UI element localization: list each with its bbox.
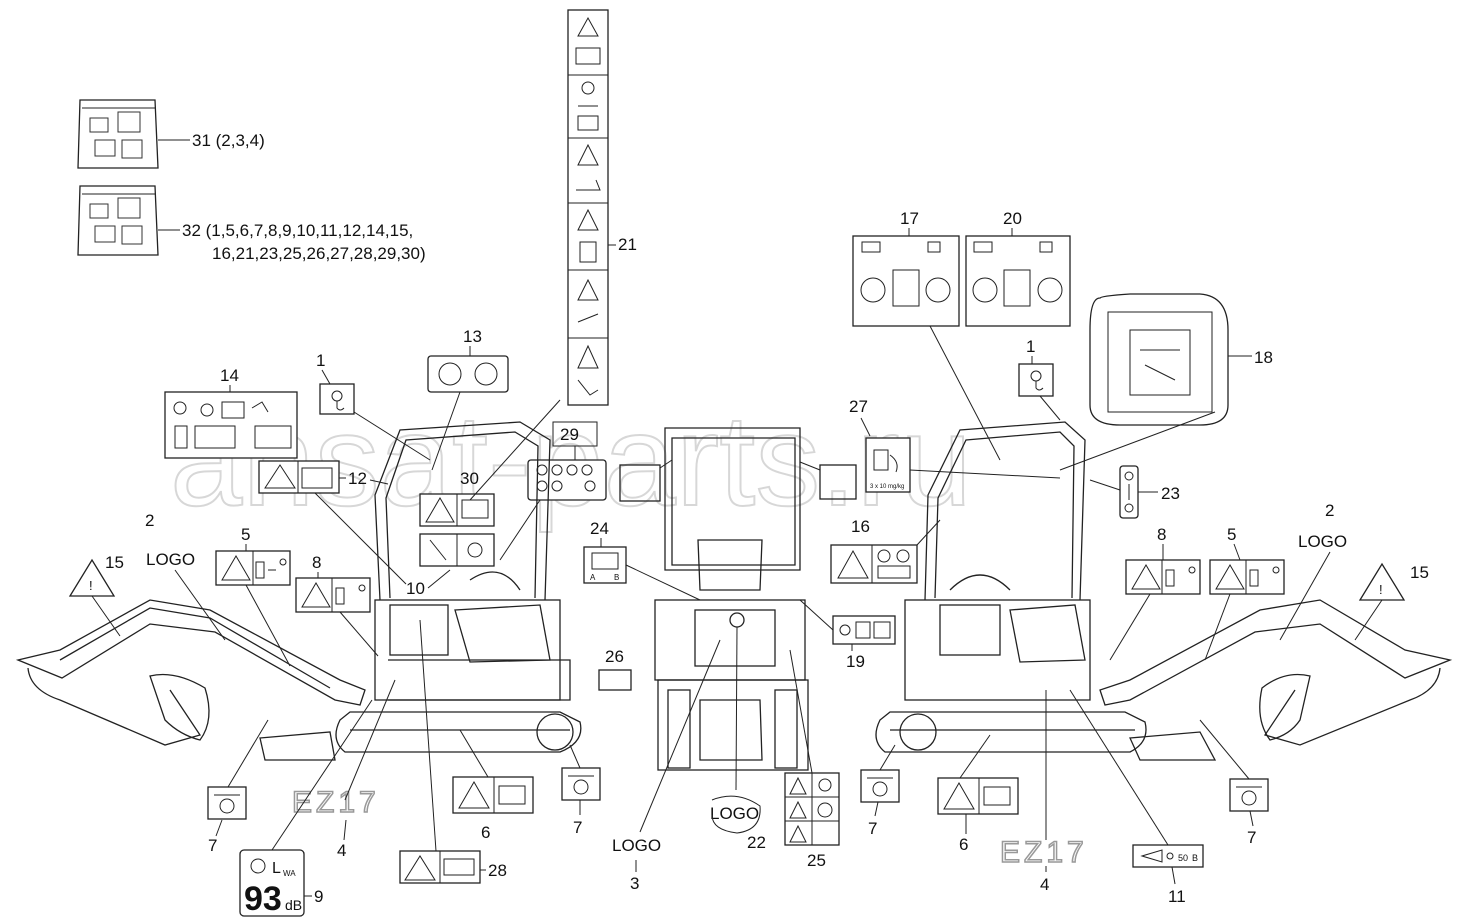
callout-5-left: 5 bbox=[241, 525, 250, 544]
callout-28: 28 bbox=[488, 861, 507, 880]
decal-1-left bbox=[319, 383, 355, 415]
decal-7-right-b bbox=[1229, 778, 1269, 812]
decal-24-b: B bbox=[614, 573, 619, 582]
decal-30-lower bbox=[419, 533, 495, 567]
callout-10: 10 bbox=[406, 579, 425, 598]
decal-6-left bbox=[452, 776, 534, 814]
excavator-rear bbox=[619, 427, 857, 771]
decal-11-text: 50 bbox=[1178, 853, 1188, 863]
decal-19 bbox=[832, 615, 896, 645]
decal-27: 3 x 10 mg/kg bbox=[865, 437, 911, 493]
decal-28 bbox=[399, 850, 481, 884]
decal-9-noise: L WA 93 dB bbox=[239, 849, 305, 918]
decal-11: 50 B bbox=[1132, 844, 1204, 868]
callout-7-right-a: 7 bbox=[868, 819, 877, 838]
decal-16 bbox=[830, 544, 918, 584]
noise-value-unit: dB bbox=[285, 897, 302, 913]
callout-2-left: 2 bbox=[145, 511, 154, 530]
decal-24-a: A bbox=[590, 573, 596, 582]
callout-4-left: 4 bbox=[337, 841, 346, 860]
callout-30: 30 bbox=[460, 469, 479, 488]
callout-7-right-b: 7 bbox=[1247, 828, 1256, 847]
decal-25 bbox=[784, 772, 840, 846]
svg-text:!: ! bbox=[89, 578, 93, 593]
decal-18 bbox=[1089, 293, 1252, 426]
callout-6-left: 6 bbox=[481, 823, 490, 842]
kit-32-label-line2: 16,21,23,25,26,27,28,29,30) bbox=[212, 244, 426, 263]
decal-8-right bbox=[1125, 559, 1201, 595]
model-name-left: EZ17 bbox=[292, 786, 380, 819]
callout-21: 21 bbox=[618, 235, 637, 254]
kit-bag-31 bbox=[77, 99, 190, 169]
decal-21 bbox=[567, 9, 616, 406]
callout-6-right: 6 bbox=[959, 835, 968, 854]
noise-unit-sub: WA bbox=[283, 869, 296, 878]
decal-26 bbox=[598, 669, 632, 691]
callout-26: 26 bbox=[605, 647, 624, 666]
logo-3: LOGO bbox=[612, 836, 661, 855]
callout-7-left-b: 7 bbox=[573, 818, 582, 837]
decal-29 bbox=[527, 459, 607, 501]
callout-5-right: 5 bbox=[1227, 525, 1236, 544]
decal-5-left bbox=[215, 550, 291, 586]
callout-3: 3 bbox=[630, 874, 639, 893]
callout-4-right: 4 bbox=[1040, 875, 1049, 894]
decal-6-right bbox=[937, 777, 1019, 815]
callout-1-left: 1 bbox=[316, 351, 325, 370]
callout-8-left: 8 bbox=[312, 553, 321, 572]
callout-7-left-a: 7 bbox=[208, 836, 217, 855]
decal-12 bbox=[258, 460, 346, 494]
logo-2-left: LOGO bbox=[146, 550, 195, 569]
callout-19: 19 bbox=[846, 652, 865, 671]
callout-12: 12 bbox=[348, 469, 367, 488]
callout-1-right: 1 bbox=[1026, 337, 1035, 356]
callout-11: 11 bbox=[1168, 887, 1186, 906]
logo-22: LOGO bbox=[710, 804, 759, 823]
kit-32-label-line1: 32 (1,5,6,7,8,9,10,11,12,14,15, bbox=[182, 221, 413, 240]
decal-7-left-b bbox=[561, 767, 601, 801]
decal-24: A B bbox=[583, 546, 627, 584]
callout-14: 14 bbox=[220, 366, 239, 385]
svg-text:!: ! bbox=[1379, 582, 1383, 597]
callout-2-right: 2 bbox=[1325, 501, 1334, 520]
kit-31-label: 31 (2,3,4) bbox=[192, 131, 265, 150]
callout-15-right: 15 bbox=[1410, 563, 1429, 582]
kit-bag-32 bbox=[77, 185, 180, 256]
callout-17: 17 bbox=[900, 209, 919, 228]
callout-8-right: 8 bbox=[1157, 525, 1166, 544]
callout-23: 23 bbox=[1161, 484, 1180, 503]
decal-13 bbox=[427, 355, 509, 393]
decal-8-left bbox=[295, 577, 371, 613]
decal-14 bbox=[164, 391, 298, 459]
decal-11-b: B bbox=[1192, 853, 1198, 863]
callout-15-left: 15 bbox=[105, 553, 124, 572]
decal-20 bbox=[965, 235, 1071, 327]
decal-23 bbox=[1119, 465, 1139, 519]
callout-29: 29 bbox=[560, 425, 579, 444]
decal-15-right: ! bbox=[1358, 562, 1406, 601]
decal-7-right-a bbox=[860, 769, 900, 803]
decal-7-left-a bbox=[207, 786, 247, 820]
logo-2-right: LOGO bbox=[1298, 532, 1347, 551]
decal-5-right bbox=[1209, 559, 1285, 595]
excavator-left bbox=[15, 421, 582, 761]
fuel-decal-text: 3 x 10 mg/kg bbox=[870, 484, 904, 490]
model-name-right: EZ17 bbox=[1000, 836, 1088, 869]
callout-18: 18 bbox=[1254, 348, 1273, 367]
callout-24: 24 bbox=[590, 519, 609, 538]
callout-16: 16 bbox=[851, 517, 870, 536]
callout-25: 25 bbox=[807, 851, 826, 870]
noise-value: 93 bbox=[244, 880, 282, 918]
callout-9: 9 bbox=[314, 887, 323, 906]
callout-20: 20 bbox=[1003, 209, 1022, 228]
callout-13: 13 bbox=[463, 327, 482, 346]
noise-unit: L bbox=[272, 860, 281, 877]
excavator-right bbox=[875, 421, 1453, 761]
decal-30 bbox=[419, 493, 495, 527]
callout-22: 22 bbox=[747, 833, 766, 852]
callout-27: 27 bbox=[849, 397, 868, 416]
decal-1-right bbox=[1018, 363, 1054, 397]
decal-17 bbox=[852, 235, 960, 327]
